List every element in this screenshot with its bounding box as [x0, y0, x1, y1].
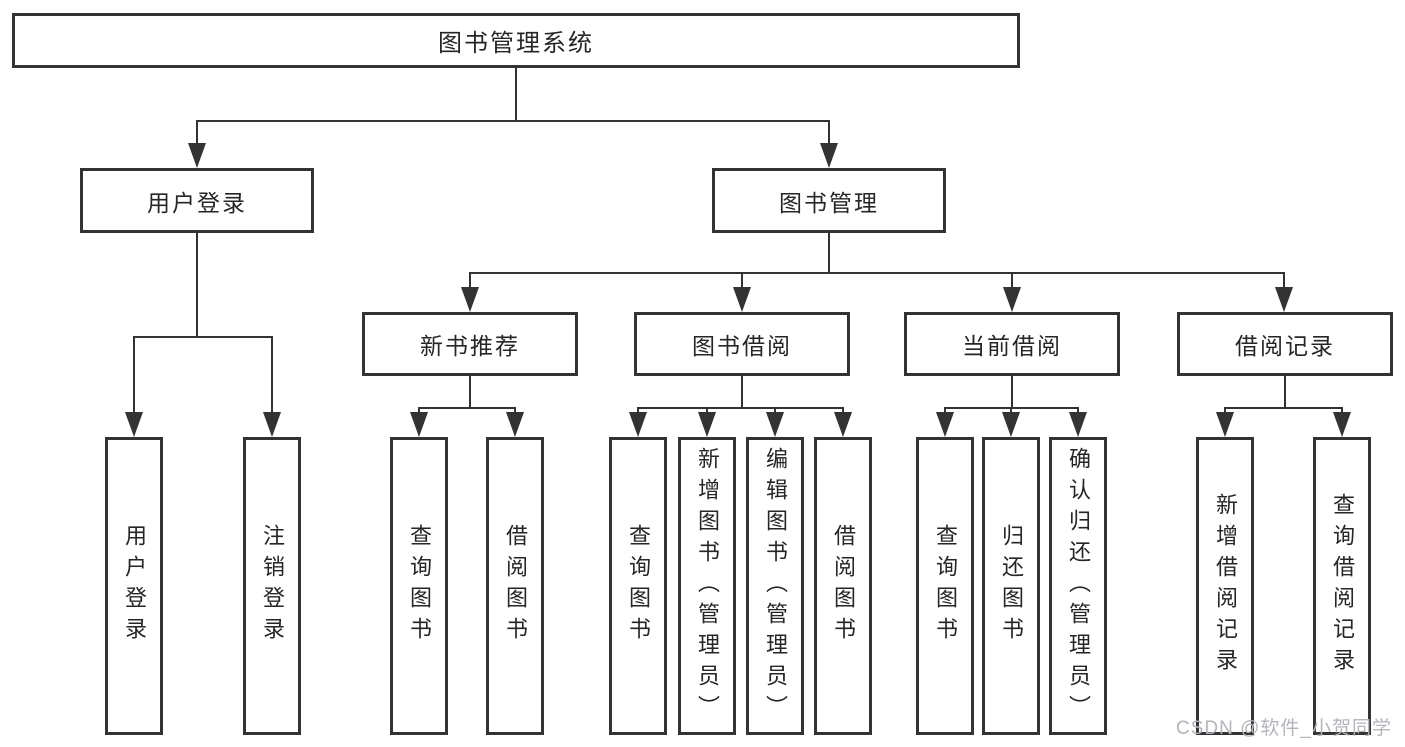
connector-line [469, 376, 471, 409]
leaf-label: 查询借阅记录 [1330, 493, 1355, 679]
connector-line [514, 407, 516, 416]
node-book-borrow: 图书借阅 [634, 312, 850, 376]
leaf-label: 归还图书 [999, 524, 1024, 648]
arrowhead-down-icon [188, 143, 206, 168]
connector-line [741, 272, 743, 290]
arrowhead-down-icon [834, 412, 852, 437]
leaf-label: 查询图书 [933, 524, 958, 648]
connector-line [1224, 407, 1343, 409]
node-new-book-recommend: 新书推荐 [362, 312, 578, 376]
leaf-query-book-borrow: 查询图书 [609, 437, 667, 735]
connector-line [637, 407, 639, 416]
node-current-borrow: 当前借阅 [904, 312, 1120, 376]
node-root: 图书管理系统 [12, 13, 1020, 68]
leaf-query-borrow-record: 查询借阅记录 [1313, 437, 1371, 735]
arrowhead-down-icon [125, 412, 143, 437]
connector-line [469, 272, 471, 290]
node-user-login: 用户登录 [80, 168, 314, 233]
leaf-return-book: 归还图书 [982, 437, 1040, 735]
connector-line [418, 407, 420, 416]
connector-line [774, 407, 776, 416]
leaf-edit-book-admin: 编辑图书（管理员） [746, 437, 804, 735]
arrowhead-down-icon [1003, 287, 1021, 312]
connector-line [1283, 272, 1285, 290]
connector-line [515, 68, 517, 122]
leaf-user-login: 用户登录 [105, 437, 163, 735]
arrowhead-down-icon [1002, 412, 1020, 437]
connector-line [133, 336, 273, 338]
leaf-logout: 注销登录 [243, 437, 301, 735]
leaf-label: 用户登录 [122, 524, 147, 648]
connector-line [944, 407, 946, 416]
connector-line [741, 376, 743, 409]
connector-line [828, 233, 830, 274]
connector-line [196, 120, 830, 122]
leaf-confirm-return-admin: 确认归还（管理员） [1049, 437, 1107, 735]
arrowhead-down-icon [936, 412, 954, 437]
connector-line [1341, 407, 1343, 416]
connector-line [637, 407, 844, 409]
arrowhead-down-icon [506, 412, 524, 437]
connector-line [196, 233, 198, 338]
connector-line [133, 336, 135, 416]
arrowhead-down-icon [1275, 287, 1293, 312]
leaf-add-book-admin: 新增图书（管理员） [678, 437, 736, 735]
connector-line [828, 120, 830, 146]
connector-line [1077, 407, 1079, 416]
connector-line [1224, 407, 1226, 416]
arrowhead-down-icon [1069, 412, 1087, 437]
leaf-query-book-recommend: 查询图书 [390, 437, 448, 735]
leaf-label: 借阅图书 [831, 524, 856, 648]
leaf-label: 借阅图书 [503, 524, 528, 648]
connector-line [196, 120, 198, 146]
leaf-label: 查询图书 [407, 524, 432, 648]
arrowhead-down-icon [698, 412, 716, 437]
connector-line [418, 407, 516, 409]
leaf-label: 注销登录 [260, 524, 285, 648]
arrowhead-down-icon [820, 143, 838, 168]
connector-line [1011, 376, 1013, 409]
connector-line [1011, 272, 1013, 290]
connector-line [1284, 376, 1286, 409]
leaf-borrow-book: 借阅图书 [814, 437, 872, 735]
leaf-label: 编辑图书（管理员） [763, 446, 788, 726]
connector-line [469, 272, 1285, 274]
arrowhead-down-icon [629, 412, 647, 437]
leaf-label: 确认归还（管理员） [1066, 446, 1091, 726]
connector-line [706, 407, 708, 416]
arrowhead-down-icon [263, 412, 281, 437]
arrowhead-down-icon [1333, 412, 1351, 437]
arrowhead-down-icon [733, 287, 751, 312]
leaf-query-book-current: 查询图书 [916, 437, 974, 735]
arrowhead-down-icon [461, 287, 479, 312]
arrowhead-down-icon [410, 412, 428, 437]
connector-line [1010, 407, 1012, 416]
connector-line [842, 407, 844, 416]
node-book-management: 图书管理 [712, 168, 946, 233]
arrowhead-down-icon [1216, 412, 1234, 437]
leaf-label: 新增图书（管理员） [695, 446, 720, 726]
arrowhead-down-icon [766, 412, 784, 437]
leaf-add-borrow-record: 新增借阅记录 [1196, 437, 1254, 735]
csdn-watermark: CSDN @软件_小贺同学 [1176, 718, 1392, 739]
node-borrow-records: 借阅记录 [1177, 312, 1393, 376]
leaf-label: 新增借阅记录 [1213, 493, 1238, 679]
connector-line [271, 336, 273, 416]
leaf-borrow-book-recommend: 借阅图书 [486, 437, 544, 735]
leaf-label: 查询图书 [626, 524, 651, 648]
